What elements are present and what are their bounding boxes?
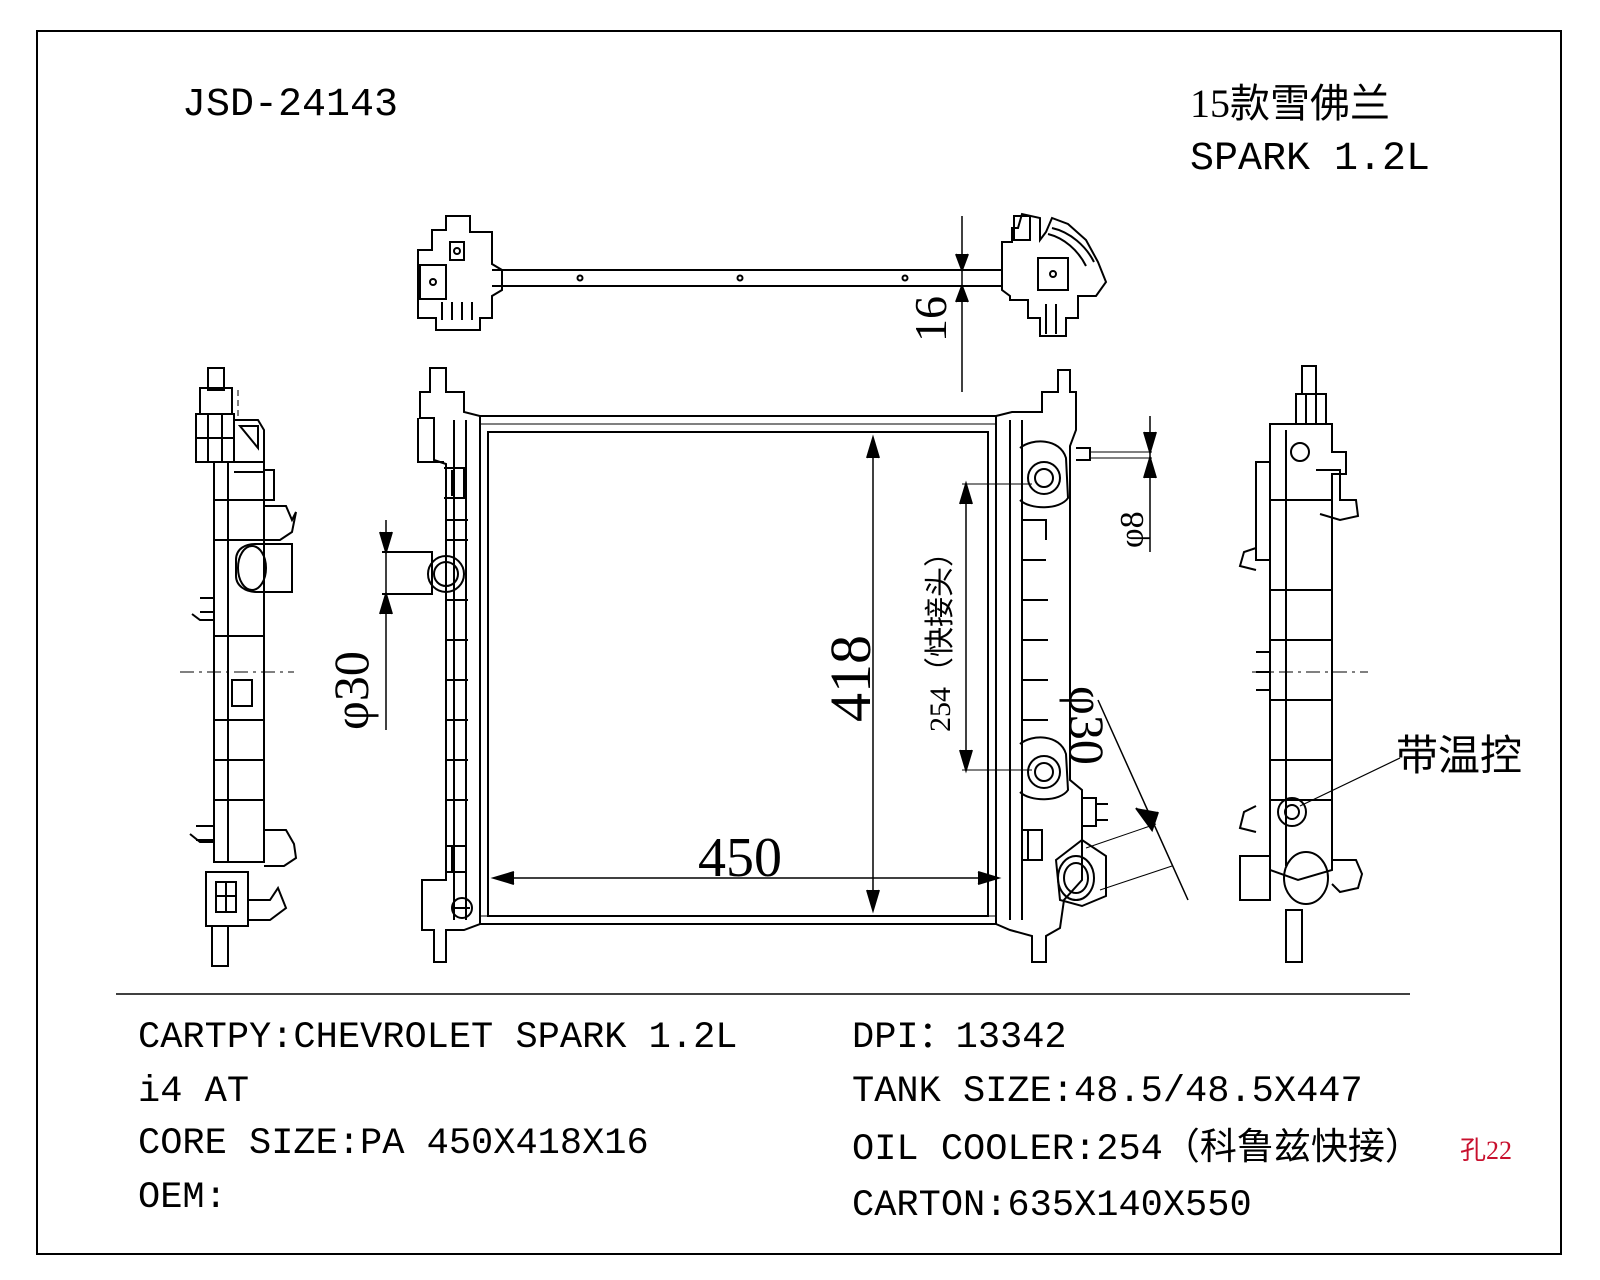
spec-carton: CARTON:635X140X550 [852, 1185, 1252, 1227]
drawing-frame [36, 30, 1562, 1255]
dim-core-height: 418 [818, 635, 883, 722]
dim-oil-cooler-spacing: 254（快接头） [924, 537, 957, 732]
spec-cartpy: CARTPY:CHEVROLET SPARK 1.2L [138, 1017, 738, 1059]
spec-dpi: DPI：13342 [852, 1017, 1067, 1059]
spec-oil-cooler-note: 孔22 [1460, 1136, 1513, 1165]
spec-tank-size: TANK SIZE:48.5/48.5X447 [852, 1071, 1363, 1113]
spec-core-size: CORE SIZE:PA 450X418X16 [138, 1123, 649, 1165]
part-number: JSD-24143 [182, 83, 399, 128]
dim-core-width: 450 [698, 827, 782, 889]
left-side-view [180, 367, 298, 967]
right-side-view [1238, 365, 1401, 963]
top-view [417, 212, 1108, 392]
front-view [379, 367, 1189, 963]
dim-outlet-diameter: φ30 [1059, 686, 1115, 765]
thermostat-label: 带温控 [1396, 734, 1523, 780]
model-name-en: SPARK 1.2L [1190, 137, 1431, 182]
spec-oem: OEM: [138, 1177, 227, 1219]
spec-oil-cooler: OIL COOLER:254（科鲁兹快接） [852, 1129, 1422, 1171]
model-name-cn: 15款雪佛兰 [1190, 81, 1390, 126]
dim-fitting-diameter: φ8 [1114, 511, 1151, 548]
spec-engine: i4 AT [138, 1071, 250, 1113]
dim-inlet-diameter: φ30 [323, 651, 379, 730]
dim-thickness: 16 [905, 296, 956, 342]
